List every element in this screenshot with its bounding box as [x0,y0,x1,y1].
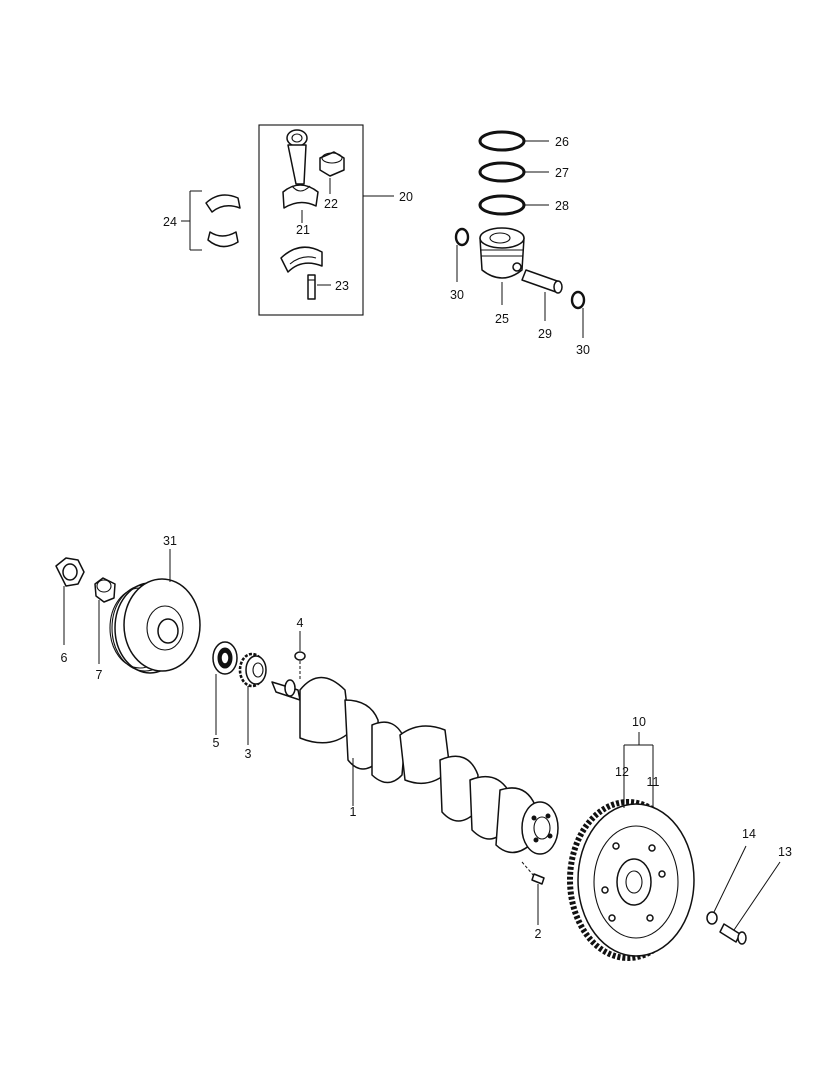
connecting-rod-bolt [307,274,316,300]
crankshaft [271,676,559,855]
label-ring-26: 26 [555,135,569,149]
label-pulley: 31 [163,534,177,548]
label-circlip-right: 30 [576,343,590,357]
label-seal: 5 [213,736,220,750]
label-connecting-rod-kit: 20 [399,190,413,204]
label-flywheel: 12 [615,765,629,779]
label-flywheel-assembly: 10 [632,715,646,729]
pulley-spacer [94,577,116,664]
label-circlip-left: 30 [450,288,464,302]
flywheel-bolt-washer [706,845,747,925]
label-spacer: 7 [96,668,103,682]
label-washer: 14 [742,827,756,841]
label-connecting-rod: 21 [296,223,310,237]
woodruff-key [294,631,306,680]
flywheel-dowel [521,861,545,925]
connecting-rod-cap [280,246,323,273]
crankshaft-pulley [109,549,201,674]
flywheel-assembly [567,732,695,961]
circlip-left [454,227,470,282]
label-piston: 25 [495,312,509,326]
crankshaft-gear [238,652,267,745]
label-piston-pin: 29 [538,327,552,341]
label-ring-28: 28 [555,199,569,213]
crankshaft-nut [55,557,85,645]
small-end-bushing [319,151,345,177]
label-bushing: 22 [324,197,338,211]
label-crankshaft: 1 [350,805,357,819]
piston [479,227,525,305]
connecting-rod-group [258,124,394,316]
crankshaft-seal [212,641,238,735]
piston-rings [478,130,549,216]
flywheel-bolt [719,861,781,945]
label-bolt: 13 [778,845,792,859]
bearing-shells [181,190,241,251]
connecting-rod [282,129,319,209]
label-bearing-shells: 24 [163,215,177,229]
label-gear: 3 [245,747,252,761]
piston-pin [521,269,563,321]
callout-labels: 1 2 3 4 5 6 7 10 11 12 13 14 20 21 22 23… [61,135,792,941]
label-ring-gear: 11 [647,775,660,789]
circlip-right [570,290,586,338]
label-dowel: 2 [535,927,542,941]
label-rod-bolt: 23 [335,279,349,293]
label-nut: 6 [61,651,68,665]
label-ring-27: 27 [555,166,569,180]
label-key: 4 [297,616,304,630]
connecting-rod-kit-box [258,124,364,316]
